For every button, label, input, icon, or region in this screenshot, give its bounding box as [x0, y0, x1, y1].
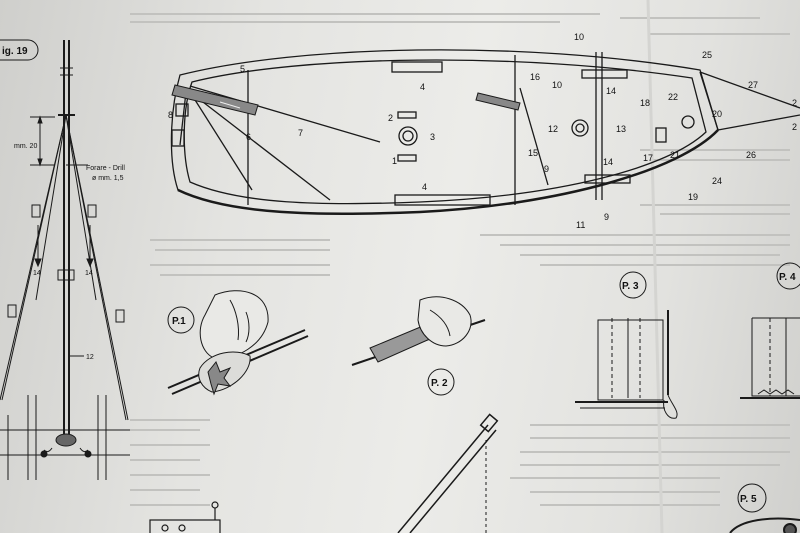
hull-callout: 2: [792, 98, 797, 108]
hull-callout: 27: [748, 80, 758, 90]
hull-callout: 13: [616, 124, 626, 134]
bottom-spar-drawing: [397, 413, 499, 533]
hull-callout: 6: [246, 132, 251, 142]
hull-callout: 19: [688, 192, 698, 202]
hull-callout: 25: [702, 50, 712, 60]
mast-callout: 12: [86, 354, 94, 361]
mast-callout: 14: [33, 270, 41, 277]
drill-note-line1: Forare - Drill: [86, 165, 125, 172]
panel-p3-label: P. 3: [622, 281, 639, 292]
panel-p3: P. 3: [575, 271, 678, 419]
hull-callout: 24: [712, 176, 722, 186]
hull-callout: 9: [544, 164, 549, 174]
hull-callout: 18: [640, 98, 650, 108]
panel-p2: P. 2: [351, 296, 486, 396]
panel-p2-label: P. 2: [431, 378, 448, 389]
hull-callout: 12: [548, 124, 558, 134]
panel-p5-label: P. 5: [740, 494, 757, 505]
panel-p4: P. 4: [740, 262, 800, 399]
hull-callout: 11: [576, 220, 585, 230]
mast-callout: 14: [85, 270, 93, 277]
hull-callout: 5: [240, 64, 245, 74]
hull-callout: 26: [746, 150, 756, 160]
mast-dimension-label: mm. 20: [14, 143, 37, 150]
hull-callout: 9: [604, 212, 609, 222]
hull-callout: 20: [712, 109, 722, 119]
hull-callout: 4: [420, 82, 425, 92]
hull-callout: 4: [422, 182, 427, 192]
fold-crease: [646, 0, 664, 533]
hull-callout: 17: [643, 153, 653, 163]
hull-callout: 16: [530, 72, 540, 82]
bottom-fitting-drawing: [149, 501, 221, 533]
mast-drawing: [0, 40, 130, 480]
hull-callout: 21: [670, 150, 680, 160]
panel-p1-label: P.1: [172, 316, 186, 327]
hull-callout: 3: [430, 132, 435, 142]
bleed-through-text: [130, 13, 790, 506]
hull-callout: 10: [574, 32, 584, 42]
hull-callout: 14: [603, 157, 613, 167]
figure-label-text: ig. 19: [2, 46, 28, 57]
hull-callout: 14: [606, 86, 616, 96]
hull-callouts: 5 8 6 7 4 4 2 3 1 10 16 10 14 18 22 12 1…: [168, 32, 797, 230]
panel-p5: P. 5: [729, 483, 800, 533]
hull-callout: 8: [168, 110, 173, 120]
figure-label: ig. 19: [0, 39, 39, 61]
hull-callout: 22: [668, 92, 678, 102]
panel-p4-label: P. 4: [779, 272, 796, 283]
drill-note-line2: ø mm. 1,5: [92, 175, 124, 182]
hull-callout: 10: [552, 80, 562, 90]
panel-p1: P.1: [167, 290, 309, 396]
hull-callout: 2: [792, 122, 797, 132]
hull-hatched-spars: [171, 84, 521, 116]
hull-callout: 2: [388, 113, 393, 123]
hull-callout: 15: [528, 148, 538, 158]
hull-callout: 7: [298, 128, 303, 138]
hull-plan-drawing: [170, 49, 800, 216]
hull-callout: 1: [392, 156, 397, 166]
